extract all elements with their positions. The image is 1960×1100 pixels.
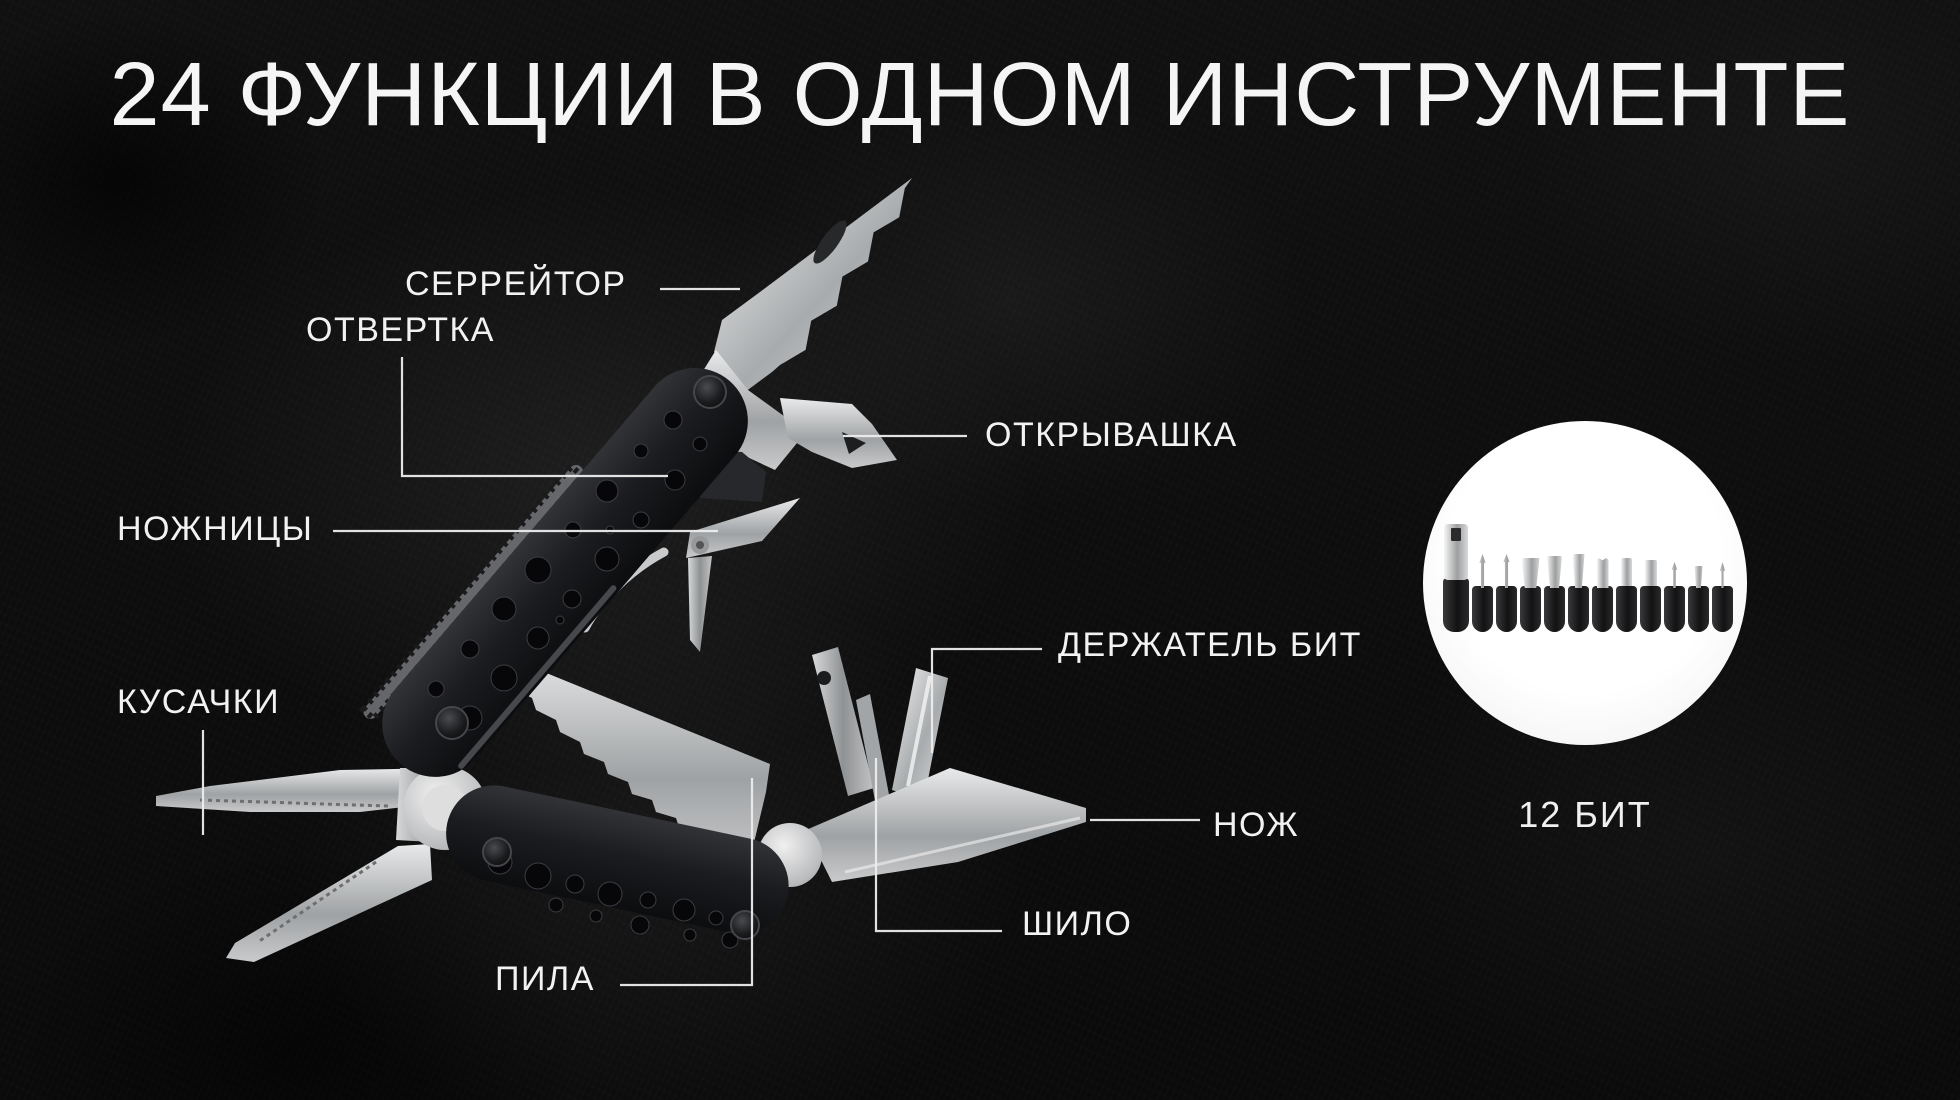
awl-line xyxy=(874,758,1002,933)
bit-count-label: 12 БИТ xyxy=(1518,794,1652,835)
bit-holder-line xyxy=(930,647,1042,753)
bit-base xyxy=(1616,586,1637,632)
slotted-narrow-tip-icon xyxy=(1572,554,1585,588)
label-cutters: КУСАЧКИ xyxy=(117,683,281,721)
file-blade-graphic xyxy=(812,647,874,796)
awl-graphic xyxy=(856,694,890,806)
upper-handle-graphic xyxy=(358,367,748,777)
bit-base xyxy=(1443,578,1469,632)
square-bit-tip-icon xyxy=(1621,558,1632,588)
slotted-narrow-icon xyxy=(1568,554,1589,632)
hex-bit-icon xyxy=(1640,560,1661,632)
hex-bit-tip-icon xyxy=(1644,560,1657,588)
label-serrator: СЕРРЕЙТОР xyxy=(405,265,627,303)
phillips-small-icon xyxy=(1664,562,1685,632)
label-opener: ОТКРЫВАШКА xyxy=(985,416,1238,454)
label-screwdriver: ОТВЕРТКА xyxy=(306,311,495,349)
label-scissors: НОЖНИЦЫ xyxy=(117,510,314,548)
bit-set-circle xyxy=(1423,421,1747,745)
saw-graphic xyxy=(480,646,770,868)
label-knife: НОЖ xyxy=(1213,806,1300,844)
bit-holder-rod-graphic xyxy=(892,668,948,800)
bit-base xyxy=(1592,586,1613,632)
pozidriv-icon xyxy=(1496,554,1517,632)
phillips-icon xyxy=(1472,554,1493,632)
upper-handle-holes xyxy=(427,410,708,731)
saw-line xyxy=(620,778,754,987)
bit-holder-tip-icon xyxy=(1444,524,1468,580)
bit-base xyxy=(1712,586,1733,632)
label-bit-holder: ДЕРЖАТЕЛЬ БИТ xyxy=(1058,626,1362,664)
phillips-small-tip-icon xyxy=(1671,562,1678,588)
label-awl: ШИЛО xyxy=(1022,905,1133,943)
bottle-opener-graphic xyxy=(780,398,897,468)
bit-base xyxy=(1688,586,1709,632)
slotted-tip-icon xyxy=(1547,556,1562,588)
torx-tip-icon xyxy=(1596,558,1609,588)
slotted-micro-icon xyxy=(1688,566,1709,632)
bit-base xyxy=(1472,586,1493,632)
slotted-wide-icon xyxy=(1520,558,1541,632)
lower-handle-graphic xyxy=(446,785,789,934)
slotted-micro-tip-icon xyxy=(1694,566,1703,588)
bit-base xyxy=(1520,586,1541,632)
bit-base xyxy=(1664,586,1685,632)
bit-base xyxy=(1544,586,1565,632)
slotted-wide-tip-icon xyxy=(1521,558,1540,588)
page-title: 24 ФУНКЦИИ В ОДНОМ ИНСТРУМЕНТЕ xyxy=(109,45,1851,145)
bit-set-row xyxy=(1443,518,1735,632)
phillips-tip-icon xyxy=(1479,554,1486,588)
bit-base xyxy=(1568,586,1589,632)
phillips-micro-icon xyxy=(1712,562,1733,632)
upper-handle-screw-top xyxy=(693,375,727,409)
pozidriv-tip-icon xyxy=(1503,554,1510,588)
upper-handle-screw-bottom xyxy=(435,706,469,740)
phillips-micro-tip-icon xyxy=(1719,562,1726,588)
torx-icon xyxy=(1592,558,1613,632)
bit-holder-icon xyxy=(1443,524,1469,632)
bit-base xyxy=(1496,586,1517,632)
bit-base xyxy=(1640,586,1661,632)
square-bit-icon xyxy=(1616,558,1637,632)
label-saw: ПИЛА xyxy=(495,960,595,998)
serrated-blade-graphic xyxy=(714,178,912,392)
lower-handle-screw-left xyxy=(482,837,512,867)
screwdriver-line xyxy=(400,357,668,478)
slotted-icon xyxy=(1544,556,1565,632)
